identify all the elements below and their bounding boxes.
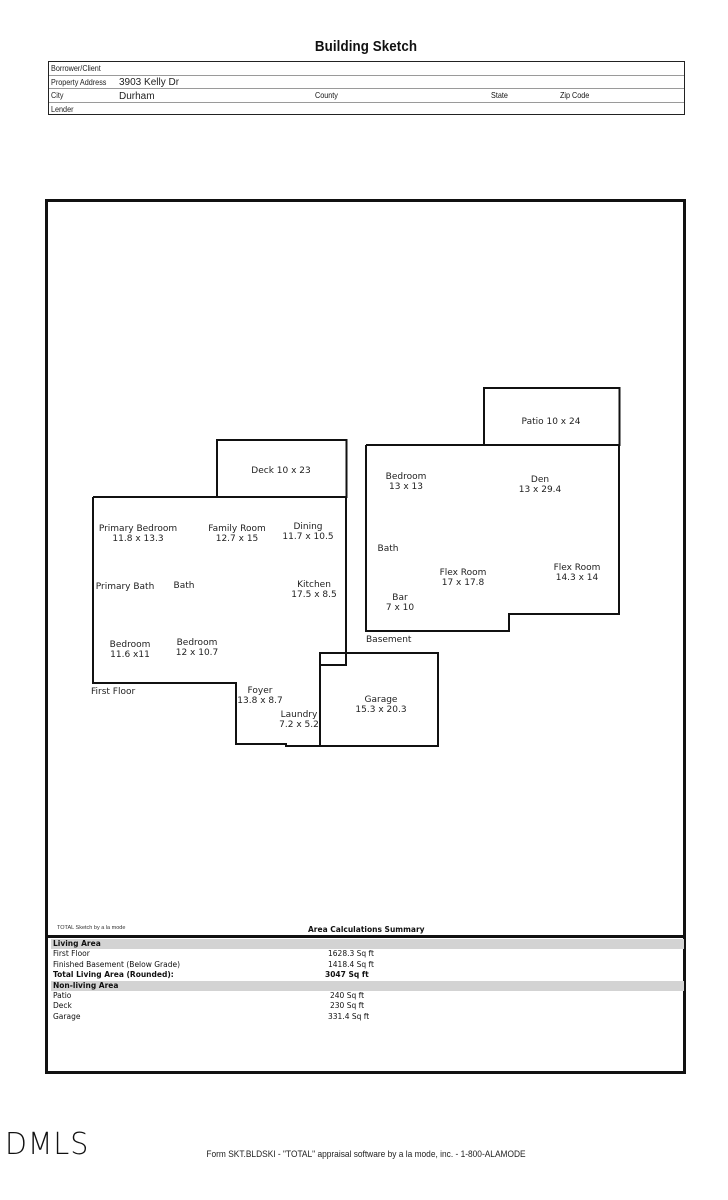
property-header-table: Borrower/Client Property Address 3903 Ke… bbox=[48, 61, 685, 115]
summary-divider bbox=[48, 935, 684, 938]
sketch-frame bbox=[45, 199, 686, 1074]
dmls-logo: DMLS bbox=[5, 1127, 90, 1162]
basement-outline bbox=[365, 444, 620, 632]
room-patio: Patio 10 x 24 bbox=[521, 417, 581, 427]
area-summary-table: Living Area First Floor 1628.3 Sq ft Fin… bbox=[51, 939, 684, 1022]
address-value: 3903 Kelly Dr bbox=[119, 77, 180, 88]
city-row: City Durham County State Zip Code bbox=[49, 89, 684, 103]
table-row: First Floor 1628.3 Sq ft bbox=[53, 949, 374, 959]
address-label: Property Address bbox=[51, 76, 107, 87]
room-bath-basement: Bath bbox=[377, 544, 399, 554]
state-label: State bbox=[491, 90, 508, 100]
lender-label: Lender bbox=[51, 103, 74, 114]
city-value: Durham bbox=[119, 90, 155, 102]
lender-row: Lender bbox=[49, 103, 684, 117]
first-floor-outline bbox=[92, 496, 347, 747]
total-living-row: Total Living Area (Rounded): 3047 Sq ft bbox=[53, 970, 369, 980]
page-title: Building Sketch bbox=[314, 39, 418, 55]
basement-label: Basement bbox=[366, 635, 412, 645]
sketch-credit: TOTAL Sketch by a la mode bbox=[57, 925, 126, 931]
address-row: Property Address 3903 Kelly Dr bbox=[49, 76, 684, 89]
living-area-header: Living Area bbox=[51, 939, 684, 950]
city-label: City bbox=[51, 90, 64, 100]
form-footer: Form SKT.BLDSKI - "TOTAL" appraisal soft… bbox=[206, 1149, 526, 1160]
first-floor-label: First Floor bbox=[91, 687, 136, 697]
table-row: Patio 240 Sq ft bbox=[53, 990, 365, 1000]
garage-outline bbox=[319, 652, 439, 747]
summary-title: Area Calculations Summary bbox=[308, 925, 425, 934]
borrower-row: Borrower/Client bbox=[49, 62, 684, 76]
room-deck: Deck 10 x 23 bbox=[251, 466, 311, 476]
nonliving-area-header: Non-living Area bbox=[51, 980, 684, 991]
borrower-label: Borrower/Client bbox=[51, 63, 101, 73]
county-label: County bbox=[315, 90, 338, 100]
table-row: Deck 230 Sq ft bbox=[53, 1001, 365, 1011]
table-row: Finished Basement (Below Grade) 1418.4 S… bbox=[53, 959, 374, 969]
zip-label: Zip Code bbox=[560, 90, 590, 100]
room-bath-first-floor: Bath bbox=[173, 581, 195, 591]
room-primary-bath: Primary Bath bbox=[95, 582, 155, 592]
table-row: Garage 331.4 Sq ft bbox=[53, 1011, 370, 1021]
